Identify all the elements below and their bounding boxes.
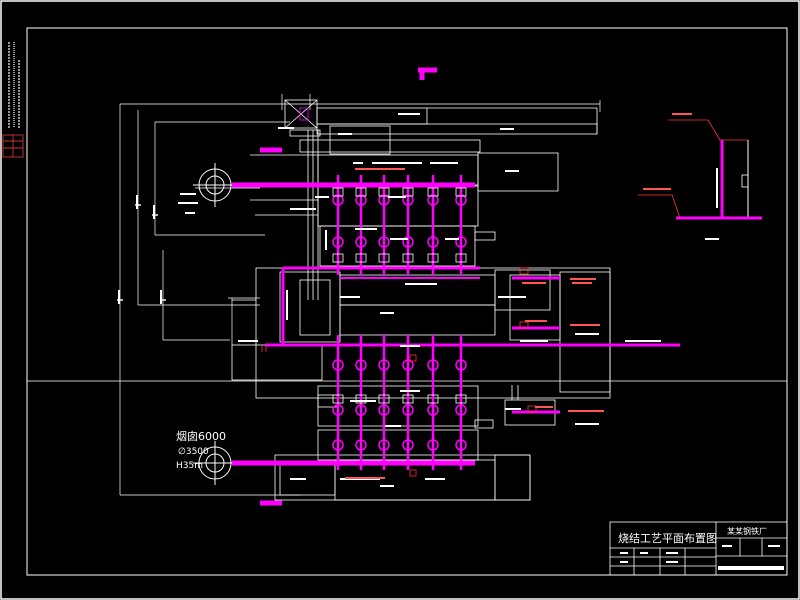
title-block bbox=[609, 521, 788, 576]
lower-building bbox=[274, 385, 556, 501]
small-vertical-labels bbox=[118, 168, 718, 320]
red-labels bbox=[345, 113, 692, 479]
upper-valves bbox=[332, 194, 467, 248]
lower-chimney bbox=[193, 441, 237, 485]
lower-branch-pipes bbox=[336, 335, 463, 470]
lower-valves bbox=[332, 359, 467, 451]
dimension-ticks bbox=[117, 204, 166, 301]
revision-text-column bbox=[8, 42, 20, 128]
chimney-label-line3: H35m bbox=[176, 461, 203, 471]
flue-gas-ducts bbox=[232, 67, 680, 506]
chimney-label-line1: 烟囱6000 bbox=[176, 429, 226, 443]
title-block-marks bbox=[620, 545, 784, 570]
top-conveyor-building bbox=[284, 99, 598, 155]
main-sinter-building bbox=[231, 267, 611, 399]
chimney-label-line2: ∅3500 bbox=[178, 447, 209, 457]
detail-sketch bbox=[638, 119, 762, 240]
company-name: 某某钢铁厂 bbox=[727, 526, 767, 536]
equipment-boxes bbox=[332, 187, 467, 404]
chimney-label: 烟囱6000 ∅3500 H35m bbox=[176, 429, 226, 471]
revision-table bbox=[2, 134, 24, 158]
red-annotations bbox=[261, 267, 537, 477]
dimension-lines-top bbox=[280, 94, 601, 112]
upper-branch-pipes bbox=[336, 175, 463, 275]
drawing-title: 烧结工艺平面布置图 bbox=[618, 532, 717, 545]
upper-chimney bbox=[193, 163, 237, 207]
